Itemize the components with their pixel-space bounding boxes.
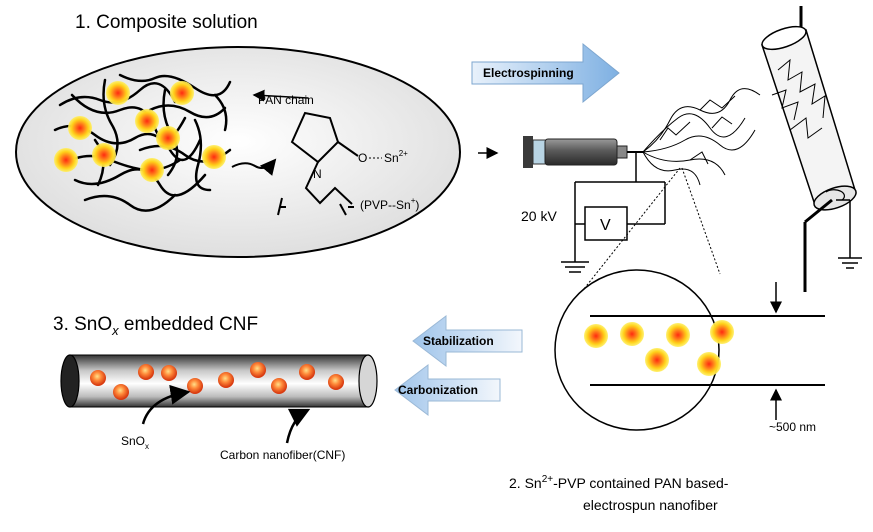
sn-ion-label: Sn2+: [384, 149, 408, 165]
electrospinning-label: Electrospinning: [483, 66, 574, 80]
collector-drum: [761, 6, 862, 292]
circuit: [561, 152, 666, 273]
syringe: [523, 136, 643, 168]
pvp-structure: [231, 111, 359, 216]
diameter-label: ~500 nm: [769, 420, 816, 434]
step2-title-line2: electrospun nanofiber: [583, 497, 718, 513]
pan-chain-label: PAN chain: [258, 93, 314, 107]
sn-particles-fiber: [584, 320, 734, 376]
cnf-pointer: [285, 408, 311, 444]
voltmeter-box: [584, 206, 628, 241]
carbonyl-oxygen: O: [358, 151, 367, 165]
voltmeter-label: V: [600, 217, 611, 234]
zoom-line-right: [681, 167, 721, 275]
voltage-label: 20 kV: [521, 208, 557, 224]
spinning-jet: [642, 88, 761, 186]
step1-title: 1. Composite solution: [75, 12, 258, 33]
pvp-sn-label: (PVP--Sn+): [360, 196, 419, 212]
nanofiber-zoom-circle: [554, 269, 720, 431]
snox-label: SnOx: [121, 434, 149, 451]
step2-title-line1: 2. Sn2+-PVP contained PAN based-: [509, 474, 729, 491]
sn-particles-solution: [54, 81, 226, 182]
snox-pointer: [141, 384, 191, 425]
electrospinning-arrow: [471, 42, 620, 104]
snox-particles-cnf: [90, 362, 344, 400]
pan-chain-pointer: [252, 89, 309, 102]
carbonization-label: Carbonization: [398, 383, 478, 397]
carbonization-arrow: [394, 363, 501, 417]
nitrogen-label: N: [313, 167, 322, 181]
cnf-label: Carbon nanofiber(CNF): [220, 448, 345, 462]
zoom-line-left: [571, 167, 681, 305]
stabilization-label: Stabilization: [423, 334, 494, 348]
step3-title: 3. SnOx embedded CNF: [53, 314, 258, 338]
stabilization-arrow: [412, 314, 523, 368]
